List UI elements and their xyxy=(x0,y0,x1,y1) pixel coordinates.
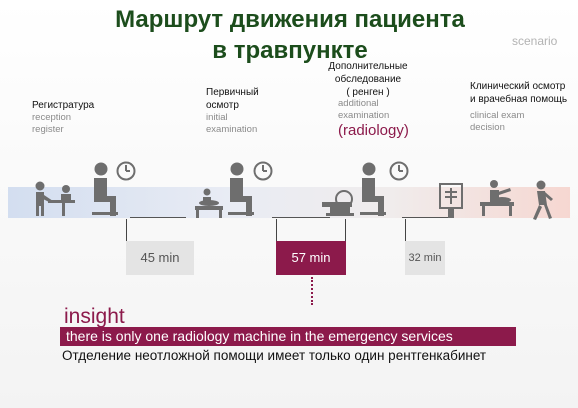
radiology-machine-icon xyxy=(322,190,354,216)
initial-exam-icon xyxy=(195,188,223,218)
insight-caption: Отделение неотложной помощи имеет только… xyxy=(62,348,487,363)
stage-clinical-labels: Клинический осмотр и врачебная помощь cl… xyxy=(470,80,567,134)
wait-time-clinical: 32 min xyxy=(405,241,445,275)
wait-connector-1 xyxy=(126,219,127,241)
stage-clinical-en-2: decision xyxy=(470,122,505,133)
insight-pointer xyxy=(311,277,313,305)
clock-icon xyxy=(253,161,273,181)
insight-heading: insight xyxy=(64,305,125,328)
stage-radiology-ru-1: Дополнительные xyxy=(328,61,408,72)
stage-radiology-ru-3: ( ренген ) xyxy=(346,87,390,98)
stage-initial-en-2: examination xyxy=(206,124,258,135)
stage-radiology-labels-en: additional examination (radiology) xyxy=(338,98,409,140)
stage-radiology-en-1: additional xyxy=(338,98,379,109)
title-line-2: в травпункте xyxy=(212,37,368,64)
stage-reception-ru: Регистратура xyxy=(32,100,95,111)
xray-film-icon xyxy=(439,183,463,218)
wait-connector-2b xyxy=(345,219,346,241)
stage-radiology-en-2: examination xyxy=(338,110,390,121)
page-title: Маршрут движения пациента в травпункте xyxy=(60,4,520,66)
stage-radiology-ru-2: обследование xyxy=(334,74,402,85)
wait-line-2 xyxy=(272,217,330,218)
stage-initial-labels: Первичный осмотр initial examination xyxy=(206,86,259,136)
clock-icon xyxy=(116,161,136,181)
reception-desk-icon xyxy=(35,181,75,216)
brand-label: scenario xyxy=(512,34,558,48)
wait-time-reception: 45 min xyxy=(126,241,194,275)
clinical-exam-icon xyxy=(480,180,514,216)
stage-reception-en-1: reception xyxy=(32,112,72,123)
stage-reception-en-2: register xyxy=(32,124,64,135)
wait-connector-3 xyxy=(405,219,406,241)
waiting-person-icon xyxy=(360,162,386,216)
stage-clinical-ru-2: и врачебная помощь xyxy=(470,94,568,105)
stage-clinical-ru-1: Клинический осмотр xyxy=(470,81,566,92)
wait-line-3 xyxy=(402,217,450,218)
stage-reception-labels: Регистратура reception register xyxy=(32,99,94,136)
wait-time-radiology: 57 min xyxy=(276,241,346,275)
insight-banner: there is only one radiology machine in t… xyxy=(60,327,516,346)
stage-initial-ru-1: Первичный xyxy=(206,87,259,98)
title-line-1: Маршрут движения пациента xyxy=(115,6,465,33)
waiting-person-icon xyxy=(228,162,254,216)
stage-radiology-highlight: (radiology) xyxy=(338,122,409,139)
clock-icon xyxy=(389,161,409,181)
waiting-person-icon xyxy=(92,162,118,216)
wait-connector-2a xyxy=(276,219,277,241)
walking-person-icon xyxy=(533,180,553,220)
stage-initial-en-1: initial xyxy=(206,112,228,123)
stage-radiology-labels-ru: Дополнительные обследование ( ренген ) xyxy=(322,60,414,99)
stage-initial-ru-2: осмотр xyxy=(206,100,239,111)
wait-line-1 xyxy=(130,217,186,218)
stage-clinical-en-1: clinical exam xyxy=(470,110,525,121)
